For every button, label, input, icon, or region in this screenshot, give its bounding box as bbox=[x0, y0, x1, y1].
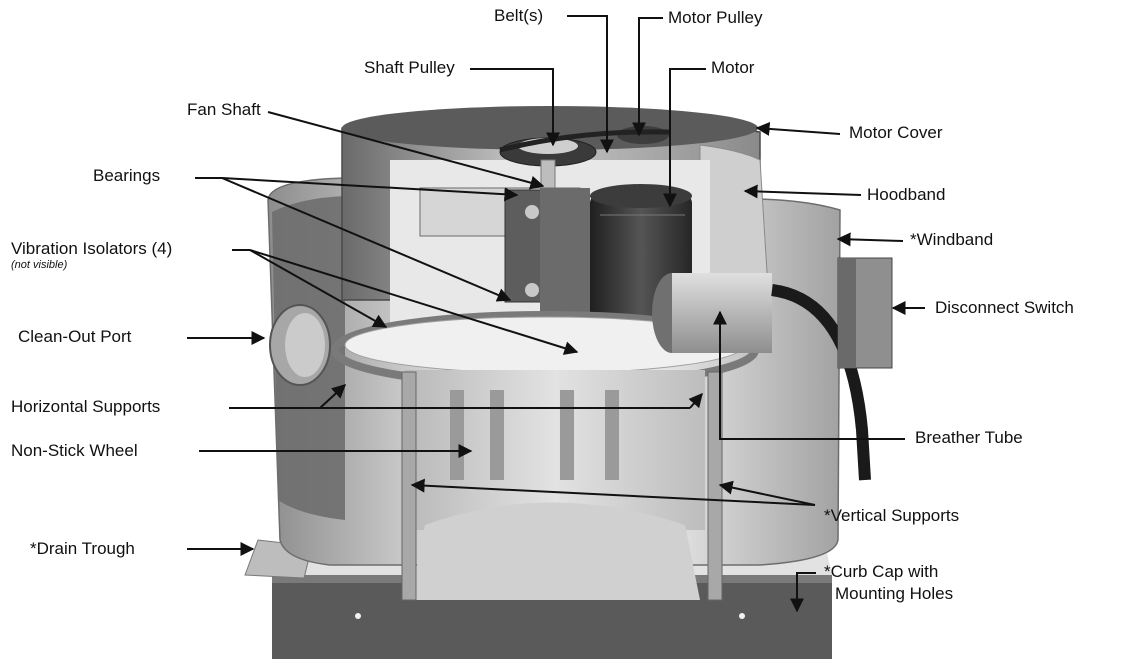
label-vibration-isolators: Vibration Isolators (4) bbox=[11, 239, 173, 258]
label-disconnect-switch: Disconnect Switch bbox=[935, 298, 1074, 317]
label-non-stick-wheel: Non-Stick Wheel bbox=[11, 441, 138, 460]
shaft-pulley-leader bbox=[470, 68, 560, 147]
bearings-leader-lower bbox=[221, 177, 512, 302]
label-curb-cap-line1: *Curb Cap with bbox=[824, 562, 939, 581]
label-bearings: Bearings bbox=[93, 166, 161, 185]
leader-lines bbox=[187, 15, 925, 613]
label-clean-out-port: Clean-Out Port bbox=[18, 327, 132, 346]
label-motor: Motor bbox=[711, 58, 755, 77]
vibration-leader-right bbox=[249, 249, 579, 355]
label-shaft-pulley: Shaft Pulley bbox=[364, 58, 455, 77]
label-windband: *Windband bbox=[910, 230, 994, 249]
belts-leader bbox=[567, 15, 614, 154]
label-hoodband: Hoodband bbox=[867, 185, 946, 204]
bearings-leader-upper bbox=[221, 177, 519, 202]
vertical-supports-leader-right bbox=[718, 480, 816, 506]
mounting-hole bbox=[739, 613, 745, 619]
mounting-hole bbox=[355, 613, 361, 619]
hoodband-leader bbox=[743, 184, 862, 199]
curb-cap-leader bbox=[790, 572, 816, 613]
disconnect-switch bbox=[837, 257, 893, 369]
label-curb-cap-line2: Mounting Holes bbox=[835, 584, 954, 603]
horizontal-supports-arrow-left bbox=[319, 384, 347, 409]
label-drain-trough: *Drain Trough bbox=[30, 539, 135, 558]
vertical-supports-leader-left bbox=[410, 478, 816, 506]
breather-tube-leader bbox=[713, 310, 905, 440]
non-stick-wheel bbox=[405, 370, 705, 600]
fan-illustration bbox=[244, 106, 893, 659]
label-fan-shaft: Fan Shaft bbox=[187, 100, 261, 119]
label-vertical-supports: *Vertical Supports bbox=[824, 506, 960, 525]
motor-pulley-leader bbox=[632, 17, 663, 137]
windband-leader bbox=[836, 232, 904, 247]
label-motor-pulley: Motor Pulley bbox=[668, 8, 763, 27]
label-belts: Belt(s) bbox=[494, 6, 544, 25]
motor-leader bbox=[663, 68, 706, 208]
label-horizontal-supports: Horizontal Supports bbox=[11, 397, 161, 416]
motor-cover-leader bbox=[755, 121, 841, 136]
fan-shaft-leader bbox=[267, 111, 545, 190]
label-vibration-isolators-note: (not visible) bbox=[11, 259, 68, 271]
vibration-leader-left bbox=[249, 249, 388, 328]
belt bbox=[499, 129, 671, 153]
label-breather-tube: Breather Tube bbox=[915, 428, 1023, 447]
motor-pulley bbox=[617, 126, 669, 144]
label-motor-cover: Motor Cover bbox=[849, 123, 943, 142]
horizontal-supports-arrow-right bbox=[688, 392, 703, 409]
